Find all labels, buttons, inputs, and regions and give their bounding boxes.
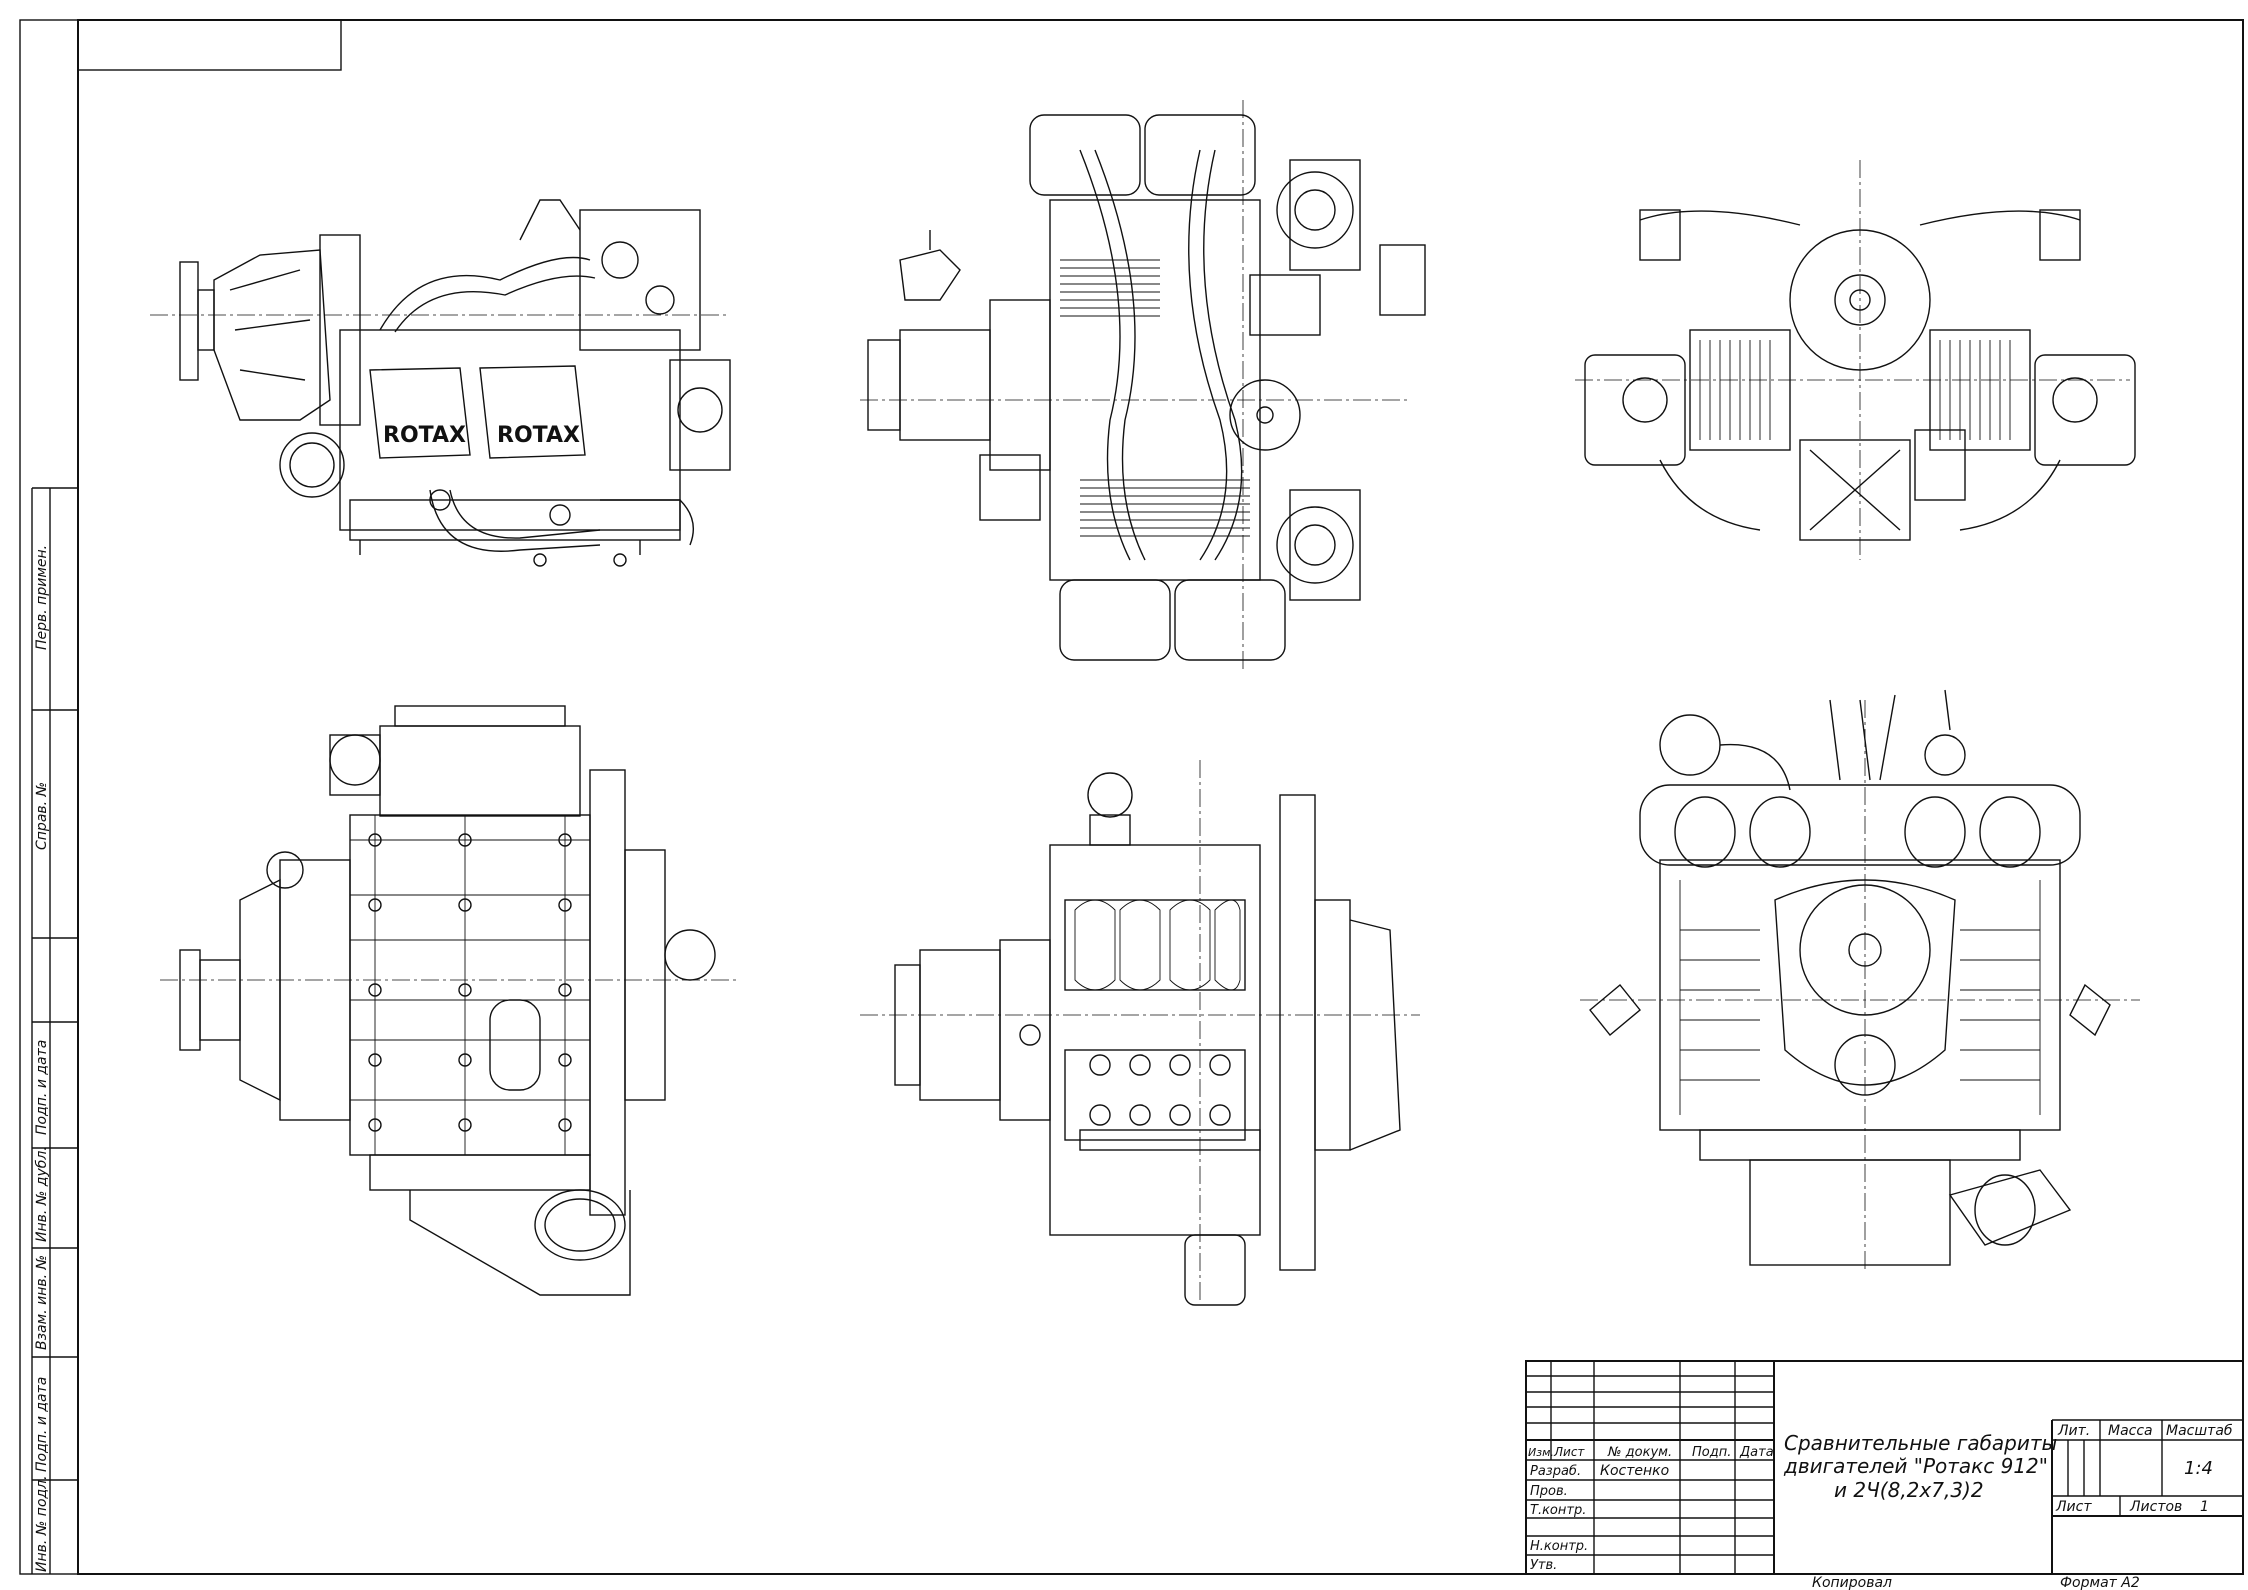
role-razrab: Разраб. [1530, 1464, 1581, 1479]
engine-front-view-2ch [1580, 689, 2140, 1270]
role-tkontr: Т.контр. [1530, 1503, 1586, 1518]
side-label-4: Инв. № дубл. [34, 1146, 50, 1242]
side-label-1: Перв. примен. [34, 545, 50, 650]
col-header-izm: Изм. [1528, 1446, 1554, 1459]
top-left-stamp [77, 19, 342, 71]
engine-front-view-rotax [1575, 160, 2136, 560]
side-label-2: Справ. № [34, 782, 50, 850]
col-header-list: Лист [1553, 1445, 1585, 1459]
developer-name: Костенко [1600, 1463, 1669, 1479]
role-nkontr: Н.контр. [1530, 1539, 1588, 1554]
side-label-6: Подп. и дата [34, 1377, 50, 1472]
engine-side-view-rotax: ROTAX ROTAX [150, 199, 731, 567]
engine-top-view-rotax [860, 100, 1426, 670]
mass-label: Масса [2108, 1423, 2153, 1439]
sheets-value: 1 [2200, 1499, 2209, 1515]
rotax-label-2: ROTAX [497, 423, 580, 448]
role-prov: Пров. [1530, 1484, 1568, 1499]
scale-value: 1:4 [2184, 1458, 2213, 1479]
side-label-7: Инв. № подл. [34, 1475, 50, 1572]
lit-label: Лит. [2057, 1423, 2090, 1439]
rotax-label-1: ROTAX [383, 423, 466, 448]
title-line-1: Сравнительные габариты [1784, 1431, 2057, 1455]
role-utv: Утв. [1530, 1558, 1557, 1573]
title-block: Изм. Лист № докум. Подп. Дата Разраб. Пр… [1525, 1360, 2244, 1575]
sheets-label: Листов [2129, 1499, 2182, 1515]
engine-side-view-2ch [160, 705, 740, 1296]
col-header-sign: Подп. [1692, 1445, 1731, 1460]
sheet-label: Лист [2055, 1499, 2092, 1515]
side-strip: Перв. примен. Справ. № Подп. и дата Инв.… [31, 487, 78, 1574]
col-header-doc: № докум. [1607, 1445, 1672, 1460]
title-line-3: и 2Ч(8,2х7,3)2 [1834, 1478, 1984, 1502]
format-label: Формат А2 [2060, 1575, 2140, 1590]
copied-label: Копировал [1812, 1575, 1892, 1590]
scale-label: Масштаб [2166, 1423, 2233, 1439]
inner-frame [77, 19, 2244, 1575]
title-line-2: двигателей "Ротакс 912" [1783, 1454, 2048, 1478]
engine-top-view-2ch [860, 760, 1420, 1306]
side-label-3: Подп. и дата [34, 1040, 50, 1135]
col-header-date: Дата [1739, 1445, 1774, 1460]
side-label-5: Взам. инв. № [34, 1255, 50, 1350]
